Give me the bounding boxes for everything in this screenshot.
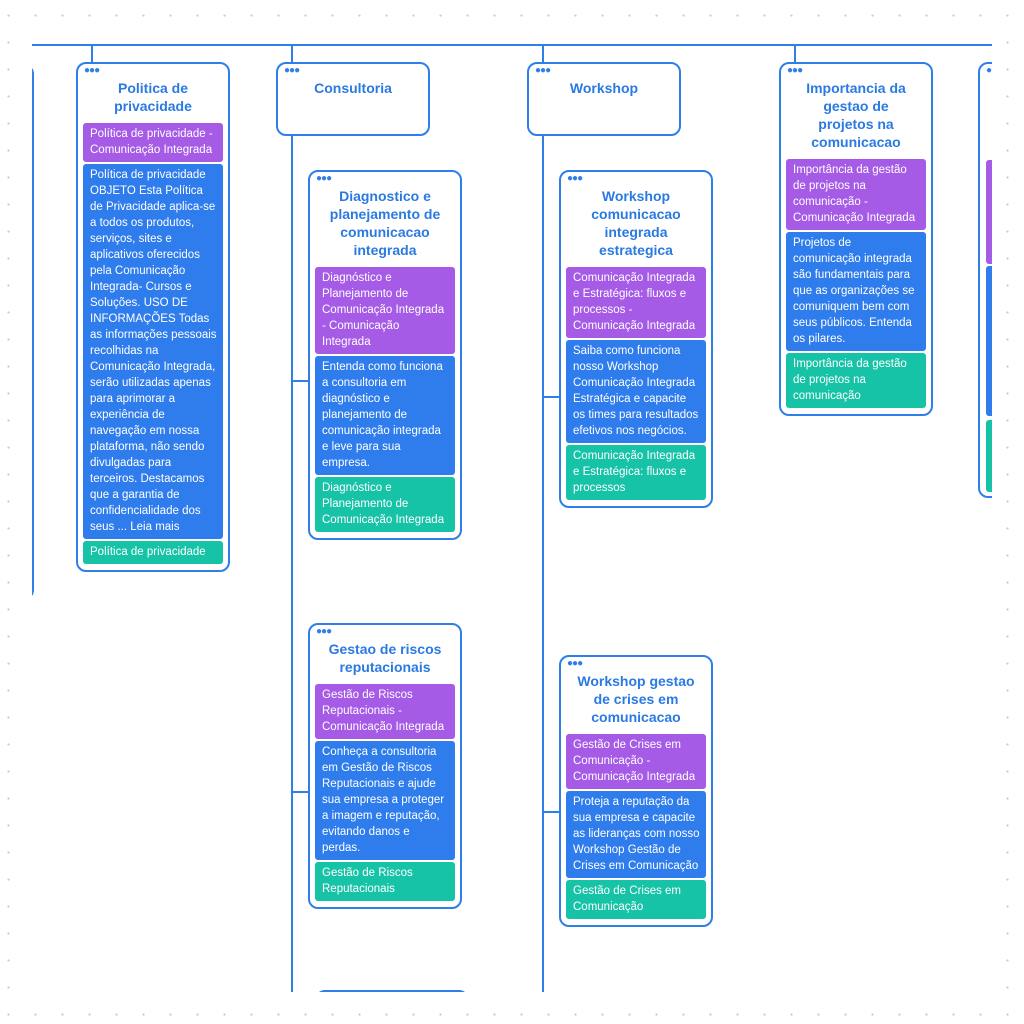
connector <box>542 811 560 813</box>
page-title[interactable]: Workshop <box>569 80 639 96</box>
more-icon[interactable]: ●●● <box>84 65 100 76</box>
partial-card-next[interactable] <box>315 990 469 992</box>
meta-description-block: Saiba como funciona nosso Workshop Comun… <box>566 340 706 443</box>
partial-card-left[interactable] <box>32 64 34 600</box>
meta-description-block: Conheça a consultoria em Gestão de Risco… <box>315 741 455 860</box>
h1-block <box>986 420 992 492</box>
more-icon[interactable]: ●●● <box>567 173 583 184</box>
connector <box>291 45 293 63</box>
connector <box>291 380 309 382</box>
page-title[interactable]: Gestao de riscos reputacionais <box>328 641 442 675</box>
connector <box>542 396 560 398</box>
more-icon[interactable]: ●●● <box>316 173 332 184</box>
connector <box>91 45 93 63</box>
page-card-importancia[interactable]: ●●●Importancia da gestao de projetos na … <box>779 62 933 416</box>
meta-title-block: Comunicação Integrada e Estratégica: flu… <box>566 267 706 338</box>
connector <box>291 136 293 992</box>
h1-block: Gestão de Riscos Reputacionais <box>315 862 455 901</box>
h1-block: Comunicação Integrada e Estratégica: flu… <box>566 445 706 500</box>
page-card-workshop-estrategica[interactable]: ●●● Workshop comunicacao integrada estrat… <box>559 170 713 508</box>
more-icon[interactable]: ●●● <box>535 65 551 76</box>
meta-title-block: Política de privacidade - Comunicação In… <box>83 123 223 162</box>
page-title[interactable]: Workshop gestao de crises em comunicacao <box>577 673 695 725</box>
page-card-diagnostico[interactable]: ●●● Diagnostico e planejamento de comunic… <box>308 170 462 540</box>
h1-block: Gestão de Crises em Comunicação <box>566 880 706 919</box>
h1-block: Diagnóstico e Planejamento de Comunicaçã… <box>315 477 455 532</box>
connector <box>794 45 796 63</box>
top-connector-line <box>32 44 992 46</box>
more-icon[interactable]: ●●● <box>316 626 332 637</box>
meta-title-block: Importância da gestão de projetos na com… <box>786 159 926 230</box>
meta-title-block: Gestão de Riscos Reputacionais - Comunic… <box>315 684 455 739</box>
page-card-consultoria[interactable]: ●●● Consultoria <box>276 62 430 136</box>
page-card-workshop[interactable]: ●●● Workshop <box>527 62 681 136</box>
page-card-crises[interactable]: ●●● Workshop gestao de crises em comunica… <box>559 655 713 927</box>
more-icon[interactable]: ●●● <box>986 65 992 76</box>
page-title[interactable]: Importancia da gestao de projetos na com… <box>806 80 906 150</box>
more-icon[interactable]: ●●● <box>787 65 803 76</box>
connector <box>542 136 544 992</box>
partial-card-right[interactable]: ●●● <box>978 62 992 498</box>
connector <box>542 45 544 63</box>
meta-description-block: Política de privacidade OBJETO Esta Polí… <box>83 164 223 539</box>
page-title[interactable]: Consultoria <box>314 80 392 96</box>
more-icon[interactable]: ●●● <box>567 658 583 669</box>
page-title[interactable]: Diagnostico e planejamento de comunicaca… <box>329 188 441 258</box>
h1-block: Importância da gestão de projetos na com… <box>786 353 926 408</box>
page-title[interactable]: Workshop comunicacao integrada estrategi… <box>591 188 681 258</box>
meta-title-block <box>986 160 992 264</box>
meta-title-block: Gestão de Crises em Comunicação - Comuni… <box>566 734 706 789</box>
more-icon[interactable]: ●●● <box>284 65 300 76</box>
meta-description-block <box>986 266 992 416</box>
meta-description-block: Entenda como funciona a consultoria em d… <box>315 356 455 475</box>
meta-description-block: Proteja a reputação da sua empresa e cap… <box>566 791 706 878</box>
page-title[interactable]: Politica de privacidade <box>114 80 192 114</box>
connector <box>291 791 309 793</box>
meta-description-block: Projetos de comunicação integrada são fu… <box>786 232 926 351</box>
meta-title-block: Diagnóstico e Planejamento de Comunicaçã… <box>315 267 455 354</box>
h1-block: Política de privacidade <box>83 541 223 564</box>
